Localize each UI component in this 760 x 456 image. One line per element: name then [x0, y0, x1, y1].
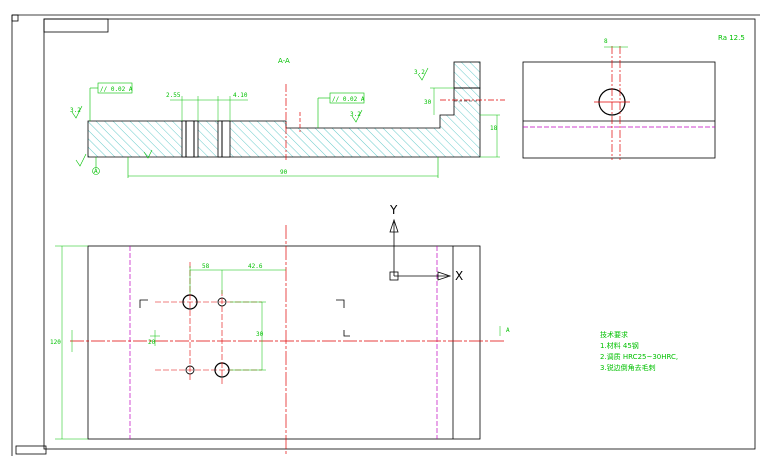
ucs-axes: Y X — [389, 203, 463, 283]
plan-dim-height: 120 — [50, 339, 61, 346]
roughness-right: 3.2 — [414, 69, 425, 76]
axis-y-label: Y — [389, 203, 398, 217]
dim-height: 18 — [490, 125, 498, 132]
tolerance-mid: // 0.02 A — [332, 96, 365, 103]
plan-dim-b: 42.6 — [248, 263, 263, 270]
roughness-note: Ra 12.5 — [718, 34, 745, 42]
x-arrow-icon — [437, 271, 452, 281]
side-dim-top: 8 — [604, 38, 608, 45]
side-view: 8 Ra 12.5 — [522, 34, 745, 160]
section-label: A-A — [278, 57, 290, 65]
dim-slot2: 4.10 — [233, 92, 248, 99]
slot-2 — [217, 120, 231, 158]
roughness-left: 3.2 — [70, 107, 81, 114]
section-view: 90 // 0.02 A // 0.02 A 2.55 4.10 18 30 3… — [70, 57, 505, 178]
dim-slot: 2.55 — [166, 92, 181, 99]
y-arrow-icon — [389, 218, 399, 233]
dim-boss: 30 — [424, 99, 432, 106]
section-body — [87, 87, 481, 158]
plan-dim-left: 20 — [148, 339, 156, 346]
boss-top — [453, 61, 481, 89]
plan-dim-right: A — [506, 327, 510, 334]
technical-notes: 技术要求 1.材料 45钢 2.调质 HRC25~30HRC, 3.锐边倒角去毛… — [600, 330, 678, 372]
notes-line2: 2.调质 HRC25~30HRC, — [600, 352, 678, 361]
notes-title: 技术要求 — [600, 330, 628, 339]
plan-dim-c: 30 — [256, 331, 264, 338]
axis-x-label: X — [455, 269, 463, 283]
tolerance-left: // 0.02 A — [100, 86, 133, 93]
datum-label: A — [94, 168, 98, 175]
datum-symbol — [92, 167, 100, 175]
notes-line1: 1.材料 45钢 — [600, 341, 639, 350]
roughness-mid: 3.2 — [350, 111, 361, 118]
plan-dim-a: 58 — [202, 263, 210, 270]
plan-view: 58 42.6 30 120 20 A — [50, 225, 510, 456]
notes-line3: 3.锐边倒角去毛刺 — [600, 363, 656, 372]
slot-1 — [181, 120, 199, 158]
dim-length: 90 — [280, 169, 288, 176]
drawing-frame — [11, 14, 760, 456]
